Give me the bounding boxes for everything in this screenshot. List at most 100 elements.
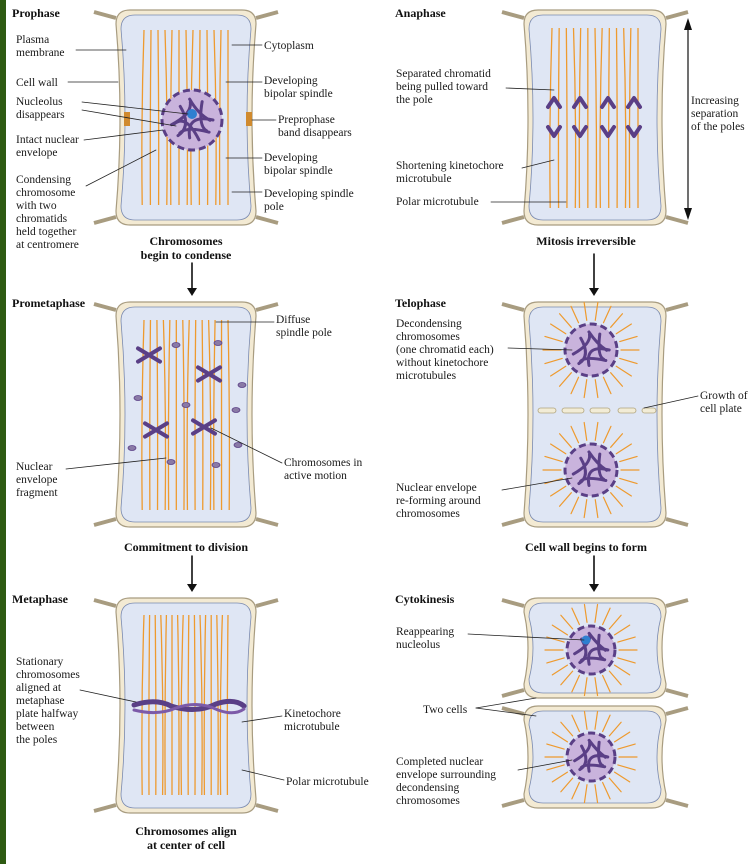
- prophase-spindle-fiber: [158, 30, 159, 205]
- label-diffuse-spindle-pole: Diffusespindle pole: [276, 314, 332, 340]
- nuclear-envelope-fragment: [232, 408, 240, 413]
- telophase-cell-wall-stub: [502, 519, 524, 525]
- nuclear-envelope-fragment: [234, 443, 242, 448]
- nuclear-envelope-fragment: [172, 343, 180, 348]
- pole-separation-arrow-head: [684, 18, 692, 30]
- metaphase-title: Metaphase: [12, 592, 68, 607]
- prometaphase-spindle-fiber: [195, 320, 196, 510]
- cytokinesis-lower-cell-wall-stub: [666, 800, 688, 806]
- prometaphase-caption: Commitment to division: [96, 540, 276, 554]
- prometaphase-cell-wall-stub: [256, 519, 278, 525]
- cytokinesis-lower-cell-wall-stub: [502, 800, 524, 806]
- prophase-cell-wall-stub: [94, 12, 116, 18]
- anaphase-spindle-fiber: [609, 28, 610, 208]
- label-cell-wall: Cell wall: [16, 77, 58, 90]
- nuclear-envelope-fragment: [238, 383, 246, 388]
- flow-arrow-head: [187, 288, 197, 296]
- nuclear-envelope-fragment: [167, 460, 175, 465]
- flow-arrow-head: [589, 584, 599, 592]
- anaphase-spindle-fiber: [566, 28, 567, 208]
- cytokinesis-upper-cell-wall-stub: [502, 600, 524, 606]
- metaphase-caption: Chromosomes alignat center of cell: [116, 824, 256, 852]
- prometaphase-cell-wall-stub: [256, 304, 278, 310]
- telophase-cell-wall-stub: [502, 304, 524, 310]
- prometaphase-spindle-fiber: [150, 320, 151, 510]
- metaphase-cell-wall-stub: [94, 600, 116, 606]
- metaphase-spindle-fiber: [149, 615, 150, 795]
- anaphase-cell-wall-stub: [666, 217, 688, 223]
- flow-arrow-head: [187, 584, 197, 592]
- cell-plate-vesicle: [642, 408, 656, 413]
- telophase-cell-wall-stub: [666, 304, 688, 310]
- prometaphase-spindle-fiber: [202, 320, 203, 510]
- label-kinetochore-microtubule: Kinetochoremicrotubule: [284, 708, 341, 734]
- metaphase-spindle-fiber: [155, 615, 156, 795]
- mitosis-diagram: Prophase Prometaphase Metaphase Anaphase…: [6, 0, 751, 864]
- label-separated-chromatid: Separated chromatidbeing pulled towardth…: [396, 68, 491, 107]
- anaphase-cell-wall-stub: [502, 217, 524, 223]
- cell-plate-vesicle: [538, 408, 556, 413]
- prophase-nucleolus: [187, 109, 197, 119]
- label-two-cells: Two cells: [423, 704, 467, 717]
- cytokinesis-lower-cell-wall-stub: [666, 708, 688, 714]
- preprophase-band-left: [124, 112, 130, 126]
- telophase-caption: Cell wall begins to form: [501, 540, 671, 554]
- prophase-cell-wall-stub: [256, 12, 278, 18]
- nuclear-envelope-fragment: [214, 341, 222, 346]
- prophase-cell-wall-stub: [256, 217, 278, 223]
- prometaphase-title: Prometaphase: [12, 296, 85, 311]
- nuclear-envelope-fragment: [182, 403, 190, 408]
- telophase-title: Telophase: [395, 296, 446, 311]
- prophase-title: Prophase: [12, 6, 60, 21]
- label-nuclear-envelope: Intact nuclearenvelope: [16, 134, 79, 160]
- anaphase-caption: Mitosis irreversible: [511, 234, 661, 248]
- label-developing-spindle-pole: Developing spindlepole: [264, 188, 354, 214]
- pole-separation-arrow-head: [684, 208, 692, 220]
- anaphase-cell-wall-stub: [666, 12, 688, 18]
- cytokinesis-upper-cell-wall-stub: [502, 690, 524, 696]
- leader-line: [476, 698, 536, 708]
- cell-plate-vesicle: [562, 408, 584, 413]
- anaphase-spindle-fiber: [558, 28, 559, 208]
- telophase-cell-wall-stub: [666, 519, 688, 525]
- cell-plate-vesicle: [590, 408, 610, 413]
- anaphase-spindle-fiber: [617, 28, 618, 208]
- label-stationary-chromosomes: Stationarychromosomesaligned atmetaphase…: [16, 656, 80, 747]
- prophase-spindle-fiber: [150, 30, 151, 205]
- cytokinesis-title: Cytokinesis: [395, 592, 454, 607]
- prometaphase-cell-membrane: [121, 307, 251, 522]
- metaphase-cell-wall-stub: [256, 600, 278, 606]
- nuclear-envelope-fragment: [134, 396, 142, 401]
- label-envelope-reforming: Nuclear envelopere-forming aroundchromos…: [396, 482, 481, 521]
- nuclear-envelope-fragment: [128, 446, 136, 451]
- flow-arrow-head: [589, 288, 599, 296]
- label-polar-microtubule-meta: Polar microtubule: [286, 776, 369, 789]
- label-plasma-membrane: Plasmamembrane: [16, 34, 65, 60]
- metaphase-spindle-fiber: [227, 615, 228, 795]
- prophase-caption: Chromosomesbegin to condense: [116, 234, 256, 262]
- preprophase-band-right: [246, 112, 252, 126]
- cytokinesis-upper-cell-wall-stub: [666, 600, 688, 606]
- cell-plate-vesicle: [618, 408, 636, 413]
- nuclear-envelope-fragment: [212, 463, 220, 468]
- label-increasing-separation: Increasingseparationof the poles: [691, 95, 745, 134]
- metaphase-cell-wall-stub: [94, 805, 116, 811]
- anaphase-title: Anaphase: [395, 6, 446, 21]
- label-cytoplasm: Cytoplasm: [264, 40, 314, 53]
- prophase-cell-wall-stub: [94, 217, 116, 223]
- prometaphase-cell-wall-stub: [94, 519, 116, 525]
- metaphase-cell-wall-stub: [256, 805, 278, 811]
- prometaphase-cell-wall-stub: [94, 304, 116, 310]
